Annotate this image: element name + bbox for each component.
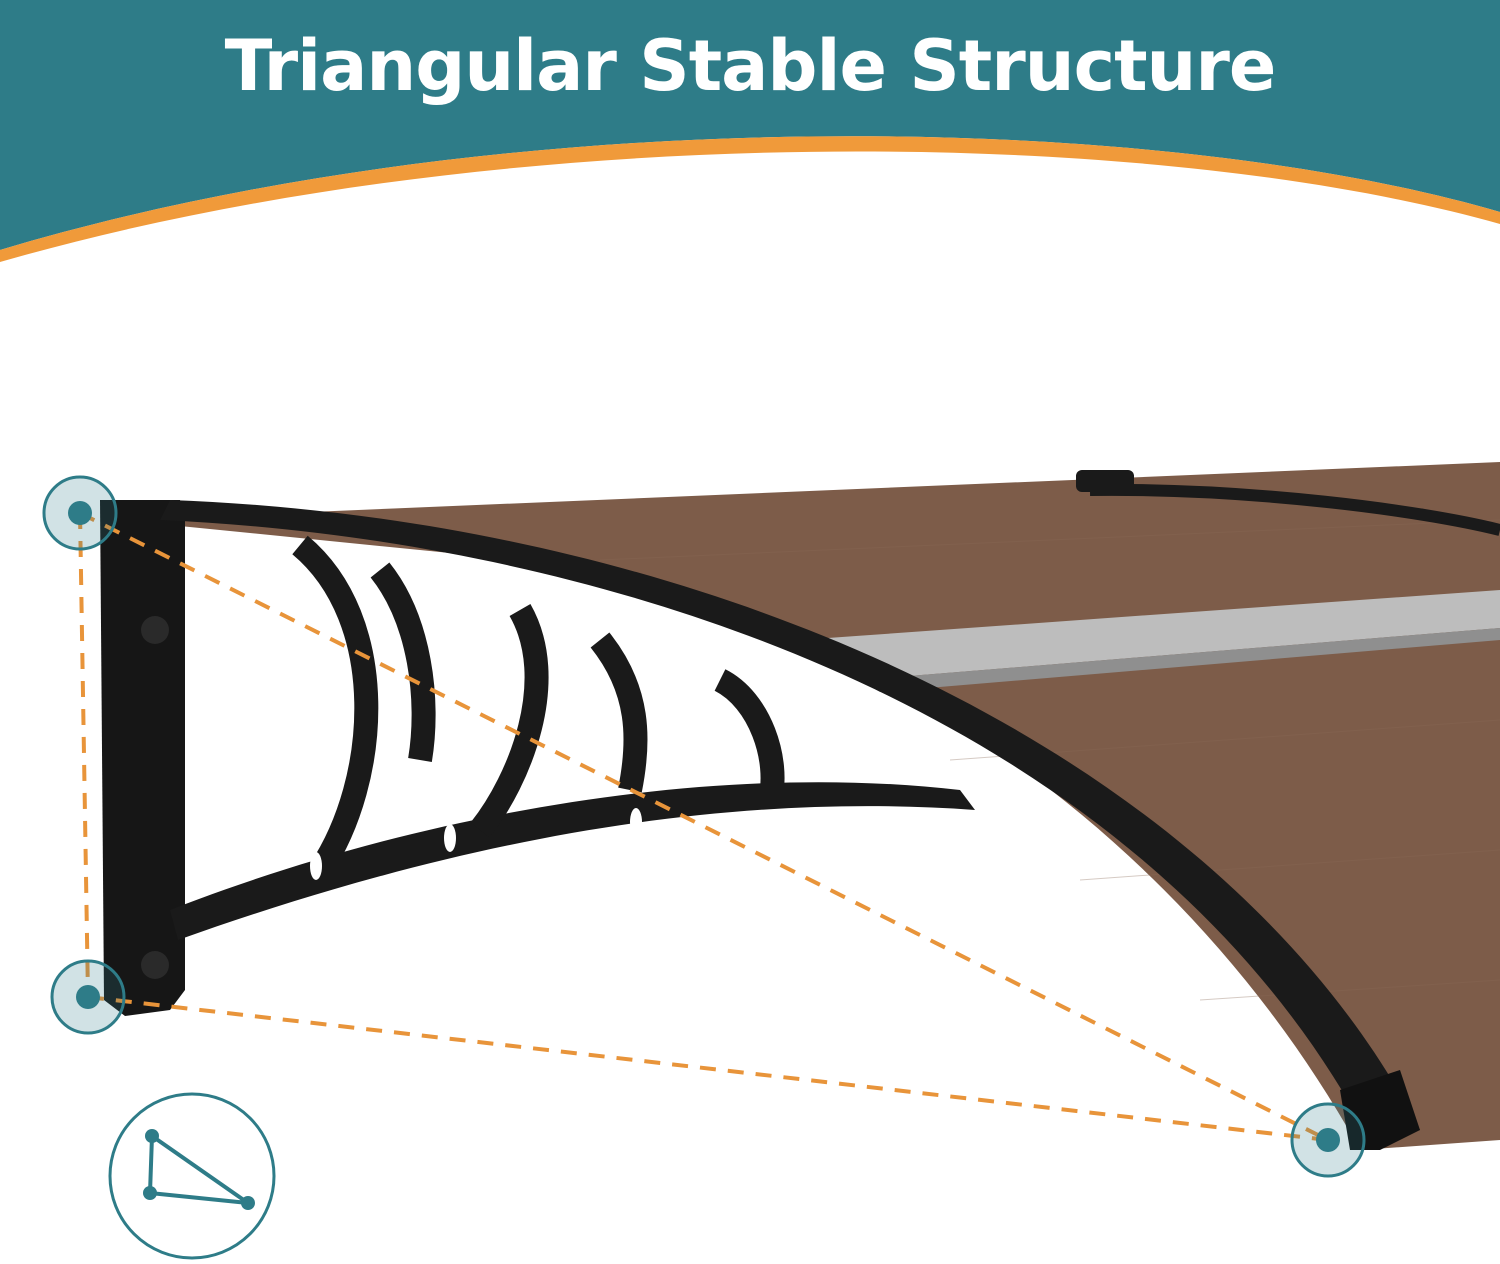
- marker-icon: [42, 475, 118, 551]
- bracket-arm: [160, 500, 1420, 1140]
- marker-icon: [50, 959, 126, 1035]
- end-cap: [1340, 1070, 1420, 1150]
- triangle-structure-icon: [108, 1092, 276, 1260]
- marker-icon: [1290, 1102, 1366, 1178]
- aluminium-bar-shadow: [860, 628, 1500, 692]
- rear-rail: [1089, 483, 1500, 536]
- aluminium-bar: [800, 590, 1500, 680]
- bracket-lower-curve: [170, 782, 975, 940]
- bolt-icon: [141, 951, 169, 979]
- bolt-icon: [141, 616, 169, 644]
- bracket-holes: [310, 808, 642, 880]
- header-band: [0, 0, 1500, 250]
- wall-plate: [100, 500, 185, 1016]
- triangle-lines: [78, 511, 1329, 1142]
- page-title: Triangular Stable Structure: [224, 25, 1277, 107]
- rear-clip: [1076, 470, 1134, 492]
- bracket-ribs: [292, 535, 785, 877]
